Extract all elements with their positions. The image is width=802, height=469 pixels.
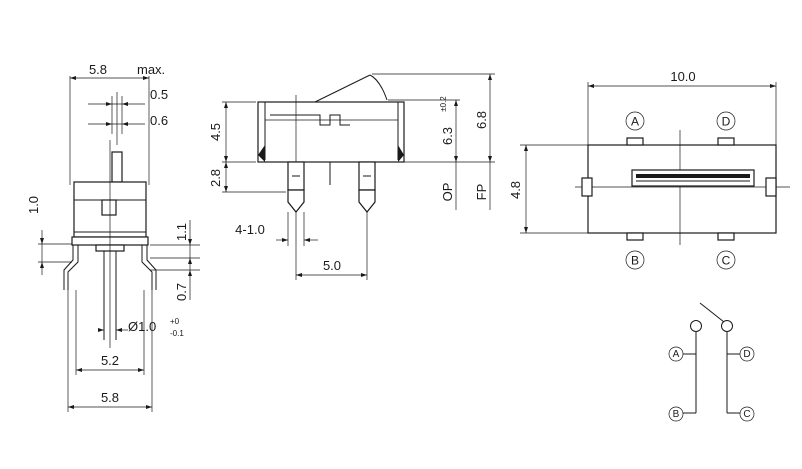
top-terminal-b: B [631, 254, 639, 268]
dim-hole-tol-minus: -0.1 [170, 329, 184, 338]
label-op: OP [440, 183, 455, 202]
top-terminal-d: D [722, 115, 731, 129]
dim-width-max-suffix: max. [137, 62, 165, 77]
top-terminal-c: C [722, 254, 731, 268]
dim-10-vertical: 1.0 [26, 196, 41, 214]
dim-45: 4.5 [208, 123, 223, 141]
dim-width-58: 5.8 [101, 390, 119, 405]
front-view: 5.8 max. 0.5 0.6 1.0 [26, 62, 200, 412]
dim-68: 6.8 [474, 111, 489, 129]
dim-63-tol: ±0.2 [439, 96, 448, 112]
dim-07: 0.7 [174, 283, 189, 301]
dim-width-max: 5.8 [89, 62, 107, 77]
dim-hole-dia: Ø1.0 [128, 319, 156, 334]
top-view: 10.0 4.8 A D B C [508, 69, 790, 270]
dim-height-48: 4.8 [508, 181, 523, 199]
dim-pitch-52: 5.2 [101, 353, 119, 368]
dim-63: 6.3 [440, 127, 455, 145]
sch-terminal-c: C [743, 409, 750, 420]
dim-11: 1.1 [174, 223, 189, 241]
sch-terminal-a: A [673, 349, 680, 360]
dim-width-100: 10.0 [670, 69, 695, 84]
dim-06: 0.6 [150, 113, 168, 128]
top-terminal-a: A [631, 115, 639, 129]
sch-terminal-d: D [743, 349, 750, 360]
dim-05: 0.5 [150, 87, 168, 102]
dim-hole-tol-plus: +0 [170, 317, 180, 326]
dim-lead: 4-1.0 [235, 222, 265, 237]
switch-schematic: A D B C [668, 302, 755, 422]
side-view: 4.5 2.8 6.3 ±0.2 6.8 OP FP 4-1.0 5.0 [208, 73, 495, 280]
dim-pitch-50: 5.0 [323, 258, 341, 273]
dim-28: 2.8 [208, 169, 223, 187]
label-fp: FP [474, 184, 489, 201]
sch-terminal-b: B [673, 409, 680, 420]
